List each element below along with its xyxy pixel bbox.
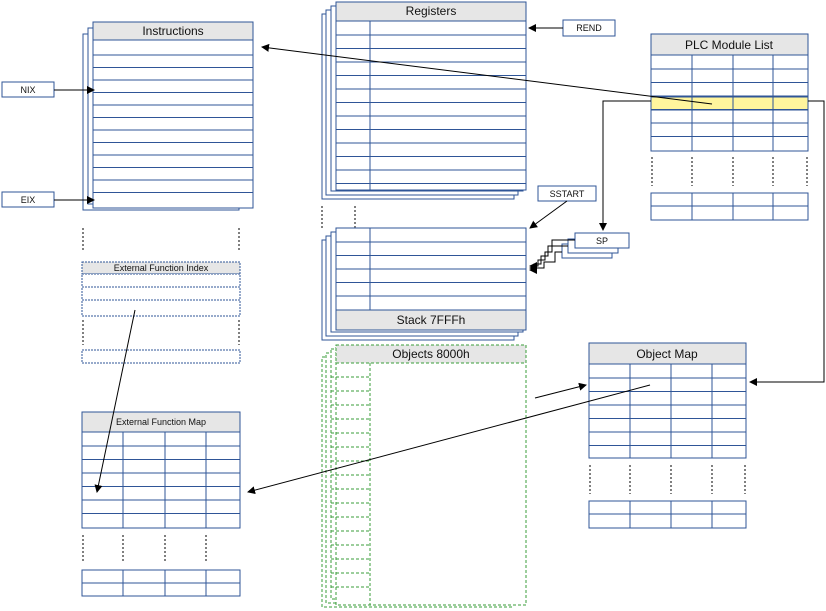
- arrow-object-map-to-function-map: [247, 384, 651, 495]
- external-function-map-title: External Function Map: [116, 417, 206, 427]
- stack-title: Stack 7FFFh: [397, 313, 466, 327]
- objects-block: [321, 344, 527, 608]
- plc-module-list: [650, 33, 809, 221]
- rend-label: REND: [576, 23, 602, 33]
- external-function-index-title: External Function Index: [114, 263, 209, 273]
- sp-label: SP: [596, 236, 608, 246]
- arrow-plc-to-sp: [599, 100, 651, 231]
- objects-title: Objects 8000h: [392, 347, 469, 361]
- registers-title: Registers: [406, 4, 457, 18]
- object-map-title: Object Map: [636, 347, 698, 361]
- arrow-plc-to-instructions: [261, 43, 713, 105]
- external-function-index: [81, 261, 241, 364]
- plc-module-list-title: PLC Module List: [685, 38, 774, 52]
- sstart-label: SSTART: [550, 189, 585, 199]
- nix-label: NIX: [20, 85, 35, 95]
- instructions-title: Instructions: [142, 24, 203, 38]
- sp-box-stack: [561, 232, 630, 259]
- object-map: [588, 342, 747, 529]
- instructions-stack: [82, 21, 254, 211]
- eix-label: EIX: [21, 195, 36, 205]
- registers-stack: [321, 1, 527, 200]
- arrow-plc-to-object-map: [749, 100, 825, 386]
- stack-block: [321, 227, 527, 341]
- arrow-objects-to-object-map: [534, 382, 587, 399]
- external-function-map: [81, 411, 241, 597]
- arrow-function-index-to-function-map: [94, 309, 136, 493]
